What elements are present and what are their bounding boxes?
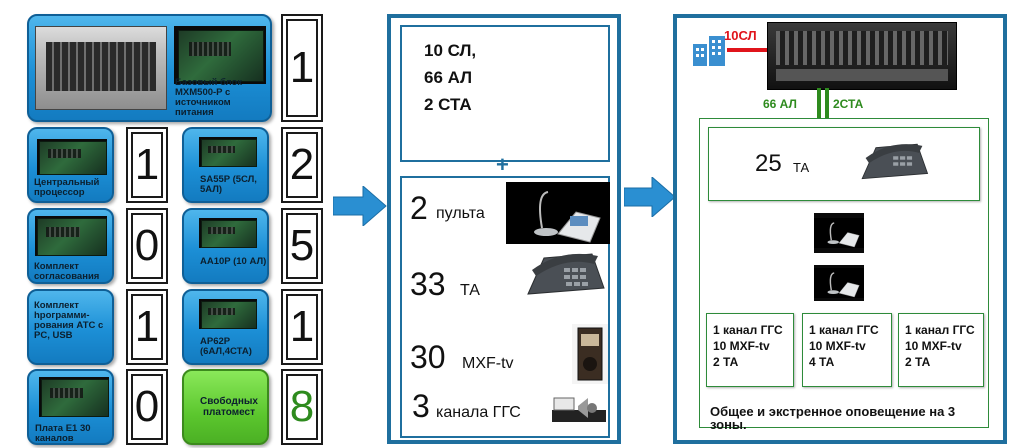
console-phone-image [814, 213, 864, 253]
ta-label: ТА [793, 160, 810, 175]
cpu-tile: Центральный процессор [27, 127, 114, 203]
pa-channels-count: 3 [412, 388, 430, 424]
sa55p-label: SA55P (5СЛ, 5АЛ) [200, 174, 257, 195]
zone-1-line-2: 10 MXF-tv [713, 339, 770, 353]
free-slots-qty: 8 [281, 369, 323, 445]
summary-line-al: 66 АЛ [424, 68, 473, 87]
matching-kit-tile: Комплект согласования [27, 208, 114, 284]
console-label: пульта [436, 205, 485, 222]
matching-kit-qty: 0 [126, 208, 168, 284]
arrow-icon [624, 177, 676, 217]
arrow-icon [333, 186, 387, 226]
right-panel: 10СЛ 66 АЛ 2СТА 25 ТА [673, 14, 1007, 444]
ta-box: 25 ТА [708, 127, 980, 201]
trunk-line [727, 48, 767, 52]
plus-sign: + [496, 152, 509, 177]
desk-phone-icon [861, 143, 929, 180]
programming-kit-tile: Комплект hрограмми-рования АТС с PC, USB [27, 289, 114, 365]
al-line [817, 88, 821, 118]
zone-1-line-3: 2 ТА [713, 355, 739, 369]
aa10p-board-image [199, 218, 257, 248]
ap62p-label: AP62P (6АЛ,4СТА) [200, 336, 252, 357]
summary-line-sta: 2 СТА [424, 95, 472, 114]
pa-equipment-icon [552, 397, 606, 422]
zone-2-line-3: 4 ТА [809, 355, 835, 369]
trunk-label: 10СЛ [724, 28, 757, 43]
distribution-area: 25 ТА 1 канал ГГС 10 MXF-tv 2 ТА [699, 118, 989, 432]
lines-summary-box: 10 СЛ, 66 АЛ 2 СТА [400, 25, 610, 162]
console-count: 2 [410, 190, 428, 226]
cpu-board-image [37, 139, 107, 175]
phones-label: ТА [460, 282, 480, 299]
middle-panel: 10 СЛ, 66 АЛ 2 СТА + 2 пульта 33 ТА 30 M… [387, 14, 621, 444]
console-phone-image [814, 265, 864, 301]
pa-channels-label: канала ГГС [436, 404, 521, 421]
console-phone-image [506, 182, 610, 244]
sta-line [825, 88, 829, 118]
terminals-box: 2 пульта 33 ТА 30 MXF-tv 3 канала ГГС [400, 176, 610, 438]
chassis-image [35, 26, 167, 110]
zone-box-2: 1 канал ГГС 10 MXF-tv 4 ТА [802, 313, 892, 387]
al-label: 66 АЛ [763, 97, 797, 111]
base-unit-tile: Базовый блок MXM500-P с источником питан… [27, 14, 272, 122]
zone-box-3: 1 канал ГГС 10 MXF-tv 2 ТА [898, 313, 984, 387]
zone-1-line-1: 1 канал ГГС [713, 323, 783, 337]
zone-box-1: 1 канал ГГС 10 MXF-tv 2 ТА [706, 313, 794, 387]
ap62p-qty: 1 [281, 289, 323, 365]
e1-card-label: Плата Е1 30 каналов [35, 423, 91, 444]
aa10p-qty: 5 [281, 208, 323, 284]
zone-3-line-2: 10 MXF-tv [905, 339, 962, 353]
building-icon [693, 36, 725, 66]
zone-2-line-2: 10 MXF-tv [809, 339, 866, 353]
notification-footer: Общее и экстренное оповещение на 3 зоны. [710, 404, 956, 432]
e1-card-qty: 0 [126, 369, 168, 445]
programming-kit-qty: 1 [126, 289, 168, 365]
desk-phone-icon [527, 253, 605, 295]
mxf-tv-image [572, 324, 608, 384]
free-slots-label: Свободных платомест [200, 396, 258, 418]
summary-line-sl: 10 СЛ, [424, 41, 477, 60]
cpu-label: Центральный процессор [34, 177, 100, 198]
power-supply-image [174, 26, 266, 84]
ta-count: 25 [755, 150, 782, 177]
sa55p-tile: SA55P (5СЛ, 5АЛ) [182, 127, 269, 203]
base-unit-label: Базовый блок MXM500-P с источником питан… [175, 77, 243, 118]
aa10p-label: AA10P (10 АЛ) [200, 256, 267, 267]
sa55p-board-image [199, 137, 257, 167]
phones-count: 33 [410, 266, 446, 302]
sta-label: 2СТА [833, 97, 864, 111]
zone-3-line-3: 2 ТА [905, 355, 931, 369]
e1-card-image [39, 377, 109, 417]
zone-2-line-1: 1 канал ГГС [809, 323, 879, 337]
e1-card-tile: Плата Е1 30 каналов [27, 369, 114, 445]
matching-kit-label: Комплект согласования [34, 261, 100, 282]
mxf-tv-count: 30 [410, 339, 446, 375]
zone-3-line-1: 1 канал ГГС [905, 323, 975, 337]
pbx-unit-image [767, 22, 957, 90]
ap62p-tile: AP62P (6АЛ,4СТА) [182, 289, 269, 365]
cpu-qty: 1 [126, 127, 168, 203]
mxf-tv-label: MXF-tv [462, 355, 514, 372]
free-slots-tile: Свободных платомест [182, 369, 269, 445]
matching-kit-image [35, 216, 107, 256]
ap62p-board-image [199, 299, 257, 329]
aa10p-tile: AA10P (10 АЛ) [182, 208, 269, 284]
sa55p-qty: 2 [281, 127, 323, 203]
base-unit-qty: 1 [281, 14, 323, 122]
programming-kit-label: Комплект hрограмми-рования АТС с PC, USB [34, 300, 104, 341]
